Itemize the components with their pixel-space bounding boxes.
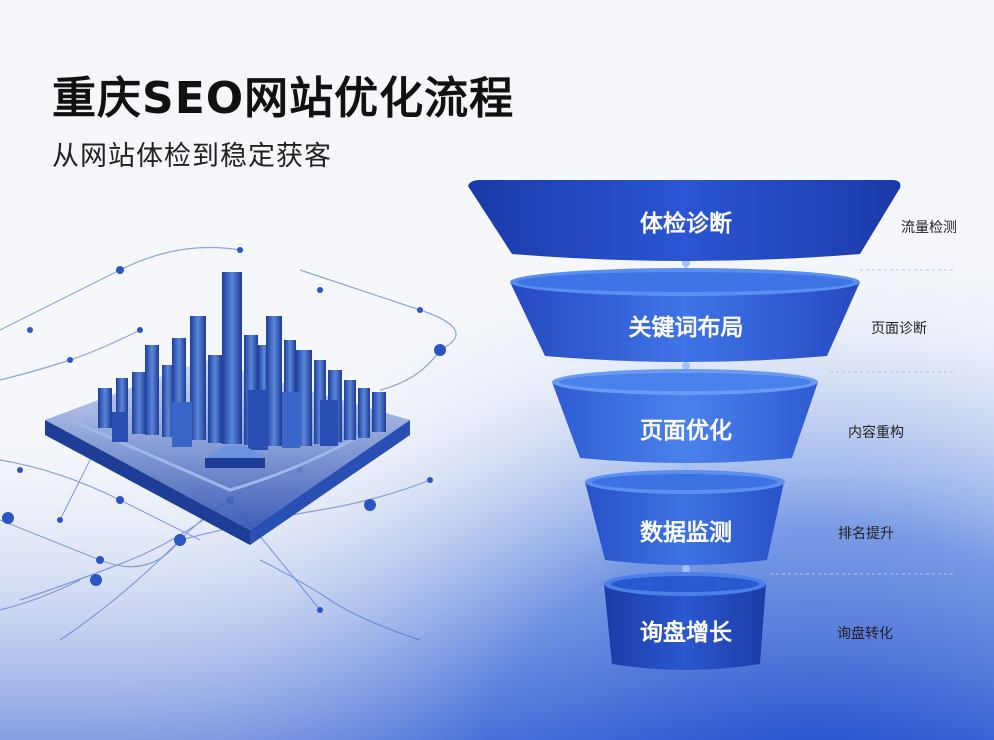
funnel-stage-2: 关键词布局 页面诊断 [510, 268, 927, 362]
stage-2-side-label: 页面诊断 [871, 321, 927, 337]
guide-lines [770, 269, 955, 575]
stage-3-side-label: 内容重构 [848, 424, 904, 441]
stage-5-label: 询盘增长 [640, 619, 733, 646]
funnel-stage-1: 体检诊断 流量检测 [468, 180, 957, 261]
stage-1-label: 体检诊断 [640, 210, 732, 237]
stage-3-label: 页面优化 [640, 417, 732, 444]
stage-4-label: 数据监测 [640, 520, 732, 546]
page-subtitle: 从网站体检到稳定获客 [52, 141, 332, 172]
city-buildings [98, 272, 386, 468]
stage-4-side-label: 排名提升 [838, 526, 894, 542]
page-title: 重庆SEO网站优化流程 [52, 73, 515, 124]
funnel-stage-5: 询盘增长 询盘转化 [604, 572, 893, 670]
stage-2-label: 关键词布局 [629, 314, 744, 341]
stage-1-side-label: 流量检测 [901, 220, 957, 236]
stage-5-side-label: 询盘转化 [837, 625, 893, 642]
funnel-stage-4: 数据监测 排名提升 [585, 470, 894, 565]
funnel-stage-3: 页面优化 内容重构 [552, 369, 904, 463]
